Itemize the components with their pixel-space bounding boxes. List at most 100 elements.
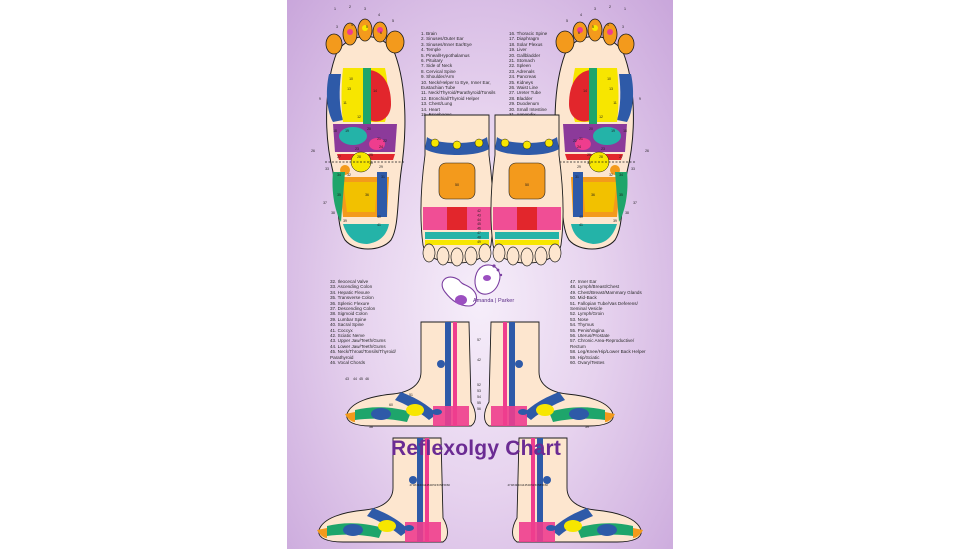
zone-number-label: 42 <box>477 209 481 213</box>
legend-item: 18. Solar Plexus <box>509 41 543 47</box>
zone-number-label: 60 <box>545 483 549 487</box>
zone-number-label: 48 <box>413 483 417 487</box>
zone-number-label: 36 <box>365 193 369 197</box>
zone-number-label: 13 <box>609 87 613 91</box>
zone-number-label: 3 <box>364 7 366 11</box>
legend-item: 1. Brain <box>421 31 437 36</box>
zone-number-label: 4 <box>607 23 609 27</box>
legend-item: 44. Lower Jaw/Teeth/Gums <box>330 343 386 349</box>
legend-item: 59. Hip/Sciatic <box>570 354 600 360</box>
zone-number-label: 4 <box>580 13 582 17</box>
zone-number-label: 11 <box>613 101 617 105</box>
zone-number-label: 60 <box>389 403 393 407</box>
zone-number-label: 44 <box>521 483 525 487</box>
zone-number-label: 10 <box>349 77 353 81</box>
right-sole-map <box>554 18 636 250</box>
zone-number-label: 59 <box>585 425 589 429</box>
zone-number-label: 59 <box>541 483 545 487</box>
legend-item: 25. Kidneys <box>509 79 534 85</box>
zone-number-label: 19 <box>611 129 615 133</box>
legend-item: 30. Small Intestine <box>509 106 547 112</box>
zone-number-label: 21 <box>579 137 583 141</box>
legend-item: Seminal Vesicle <box>570 306 603 312</box>
zone-number-label: 11 <box>343 101 347 105</box>
zone-number-label: 3 <box>336 25 338 29</box>
legend-item: 10. Neck/Helper to Eye, Inner Ear, <box>421 79 491 85</box>
zone-number-label: 14 <box>373 89 377 93</box>
zone-number-label: 41 <box>579 223 583 227</box>
zone-number-label: 60 <box>447 483 451 487</box>
zone-number-label: 46 <box>430 483 434 487</box>
zone-number-label: 58 <box>538 483 542 487</box>
legend-item: 17. Diaphragm <box>509 36 540 42</box>
zone-number-label: 44 <box>477 218 481 222</box>
zone-number-label: 18 <box>333 129 337 133</box>
zone-number-label: 12 <box>599 115 603 119</box>
legend-item: 46. Vocal Chords <box>330 360 365 366</box>
zone-number-label: 35 <box>619 193 623 197</box>
zone-number-label: 9 <box>319 97 321 101</box>
zone-number-label: 21 <box>377 137 381 141</box>
zone-number-label: 29 <box>577 165 581 169</box>
zone-number-label: 22 <box>383 139 387 143</box>
legend-item: 20. Gallbladder <box>509 52 541 58</box>
legend-item: 24. Pancreas <box>509 74 537 80</box>
legend-item: 51. Fallopian Tube/Vas Deferens/ <box>570 300 638 306</box>
zone-number-label: 2 <box>349 5 351 9</box>
legend-item: 54. Thymus <box>570 322 594 328</box>
legend-item: 5. Pineal/Hypothalamus <box>421 52 470 58</box>
zone-number-label: 6 <box>380 31 382 35</box>
zone-number-label: 12 <box>357 115 361 119</box>
legend-item: 35. Transverse Colon <box>330 295 374 301</box>
zone-number-label: 5 <box>566 19 568 23</box>
legend-item: 49. Chest/Breast/Mammary Glands <box>570 289 642 295</box>
zone-number-label: 1 <box>334 7 336 11</box>
legend-item: 11. Neck/Thyroid/Parathyroid/Tonsils <box>421 90 496 96</box>
zone-number-label: 3 <box>594 7 596 11</box>
zone-number-label: 58 <box>369 425 373 429</box>
zone-number-label: 43 <box>518 483 522 487</box>
zone-number-label: 26 <box>311 149 315 153</box>
foot-map-illustration: 1234534569131410111219182021222324252627… <box>311 5 649 543</box>
left-sole-map <box>324 18 406 250</box>
zone-number-label: 9 <box>639 97 641 101</box>
legend-item: 33. Ascending Colon <box>330 284 373 290</box>
zone-number-label: 47 <box>409 483 413 487</box>
zone-number-label: 37 <box>323 201 327 205</box>
legend-item: Rectum <box>570 343 586 349</box>
chart-title: Reflexolgy Chart <box>391 437 562 460</box>
zone-number-label: 51 <box>531 483 535 487</box>
legend-item: 27. Ureter Tube <box>509 90 541 96</box>
zone-number-label: 40 <box>377 215 381 219</box>
zone-number-label: 27 <box>619 155 623 159</box>
legend-item: 34. Hepatic Flexure <box>330 289 370 295</box>
top-view-left-foot <box>420 114 494 267</box>
legend-item: 43. Upper Jaw/Teeth/Gums <box>330 338 386 344</box>
legend-item: 8. Cervical Spine <box>421 68 456 74</box>
legend-item: Parathyroid <box>330 354 354 360</box>
legend-item: 55. Penis/Vagina <box>570 327 605 333</box>
legend-item: 28. Bladder <box>509 95 533 101</box>
zone-number-label: 24 <box>577 145 581 149</box>
legend-item: 12. Bronchial/Thyroid Helper <box>421 95 480 101</box>
zone-number-label: 25 <box>587 153 591 157</box>
legend-item: 52. Lymph/Groin <box>570 311 604 317</box>
zone-number-label: 49 <box>477 240 481 244</box>
zone-number-label: 1 <box>624 7 626 11</box>
zone-number-label: 51 <box>433 483 437 487</box>
zone-number-label: 36 <box>591 193 595 197</box>
zone-number-label: 30 <box>369 161 373 165</box>
zone-number-label: 32 <box>347 173 351 177</box>
zone-number-label: 47 <box>507 483 511 487</box>
zone-number-label: 25 <box>369 153 373 157</box>
zone-number-label: 45 <box>359 377 363 381</box>
legend-item: 36. Splenic Flexure <box>330 300 370 306</box>
inner-side-left-foot <box>344 321 476 427</box>
zone-number-label: 26 <box>645 149 649 153</box>
zone-number-label: 5 <box>366 25 368 29</box>
zone-number-label: 42 <box>477 358 481 362</box>
